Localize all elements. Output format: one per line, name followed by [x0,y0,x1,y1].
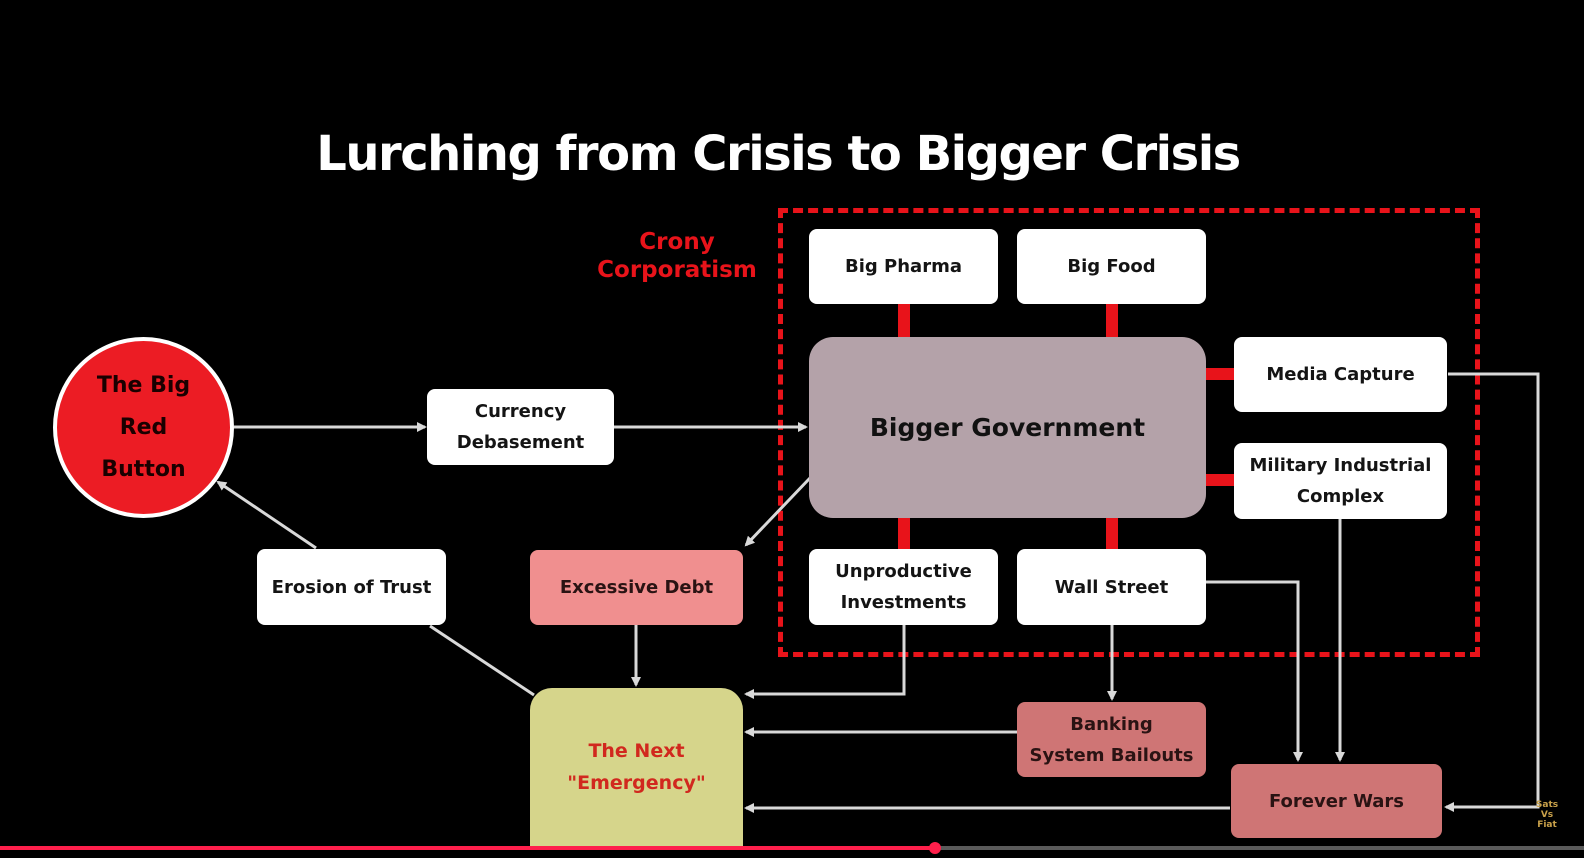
erosion-of-trust-node: Erosion of Trust [257,549,446,625]
link-emergency-to-trust [429,624,535,697]
unproductive-investments-node: Unproductive Investments [809,549,998,625]
crony-corporatism-label: Crony Corporatism [597,229,757,283]
crony-corporatism-region [778,208,1480,657]
arrow-trust-to-button [216,480,317,550]
channel-watermark: Sats Vs Fiat [1535,800,1559,830]
crony-links [898,304,1235,550]
video-progress-fill [0,846,935,850]
arrow-government-to-debt [744,476,812,547]
link-wallstreet-government [1106,517,1118,550]
currency-debasement-node: Currency Debasement [427,389,614,465]
page-title: Lurching from Crisis to Bigger Crisis [316,126,1241,182]
link-pharma-government [898,304,910,338]
big-pharma-node: Big Pharma [809,229,998,304]
banking-bailouts-node: Banking System Bailouts [1017,702,1206,777]
big-red-button-node: The Big Red Button [53,337,234,518]
link-food-government [1106,304,1118,338]
flow-arrows [216,372,1540,813]
video-progress-bar[interactable] [0,842,1584,854]
arrow-media-to-wars [1444,372,1540,812]
forever-wars-node: Forever Wars [1231,764,1442,838]
link-media-government [1204,368,1235,380]
media-capture-node: Media Capture [1234,337,1447,412]
military-industrial-complex-node: Military Industrial Complex [1234,443,1447,519]
next-emergency-node: The Next "Emergency" [530,688,743,846]
arrow-unproductive-to-emergency [744,625,906,699]
wall-street-node: Wall Street [1017,549,1206,625]
video-scrubber-handle[interactable] [928,842,941,854]
excessive-debt-node: Excessive Debt [530,550,743,625]
big-food-node: Big Food [1017,229,1206,304]
link-military-government [1204,474,1235,486]
arrow-wallstreet-to-wars [1206,580,1303,762]
link-unproductive-government [898,517,910,550]
bigger-government-node: Bigger Government [809,337,1206,518]
